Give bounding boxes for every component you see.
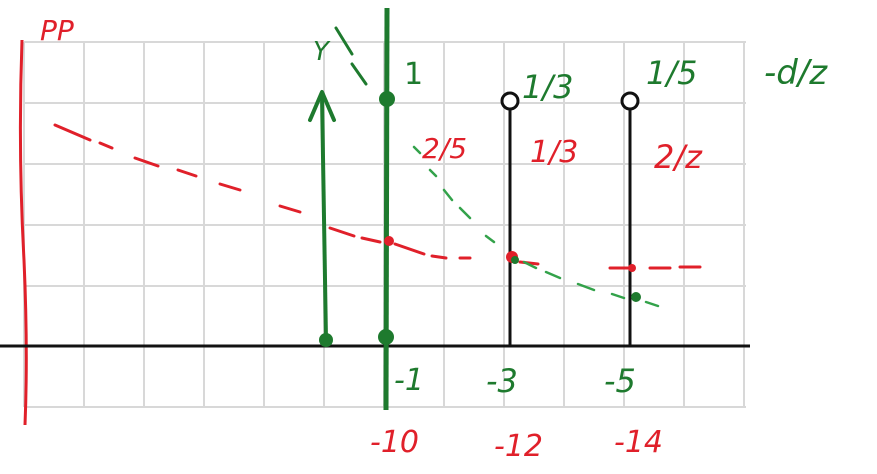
green-slash-marks <box>334 26 368 86</box>
stem-minus-3 <box>500 91 520 346</box>
label-pp: PP <box>40 14 74 47</box>
green-stem-minus-1 <box>378 7 395 411</box>
label-value-1: 1 <box>404 57 423 92</box>
label-value-1-3-red: 1/3 <box>530 135 578 170</box>
stem-minus-5 <box>620 91 640 346</box>
label-value-1-5-green: 1/5 <box>646 54 698 92</box>
label-red-minus-12: -12 <box>494 429 543 464</box>
y-arrow <box>308 90 336 347</box>
red-dashed-curve <box>53 123 702 270</box>
label-value-2-5-red: 2/5 <box>422 132 467 165</box>
label-d-over-z: -d/z <box>764 53 828 93</box>
red-point-3 <box>628 264 636 272</box>
label-x-minus-5: -5 <box>604 362 636 400</box>
green-point-3 <box>511 256 519 264</box>
red-point-1 <box>384 236 394 246</box>
green-dashed-curve <box>412 145 660 308</box>
label-x-minus-3: -3 <box>486 362 518 400</box>
label-red-minus-14: -14 <box>614 425 663 460</box>
label-value-1-3-green: 1/3 <box>522 68 574 106</box>
label-red-minus-10: -10 <box>370 425 419 460</box>
label-x-minus-1: -1 <box>394 363 424 398</box>
label-value-2-z-red: 2/z <box>654 138 703 176</box>
picture-plane-line <box>18 39 28 426</box>
green-point-5 <box>631 292 641 302</box>
label-y: Y <box>313 37 331 67</box>
